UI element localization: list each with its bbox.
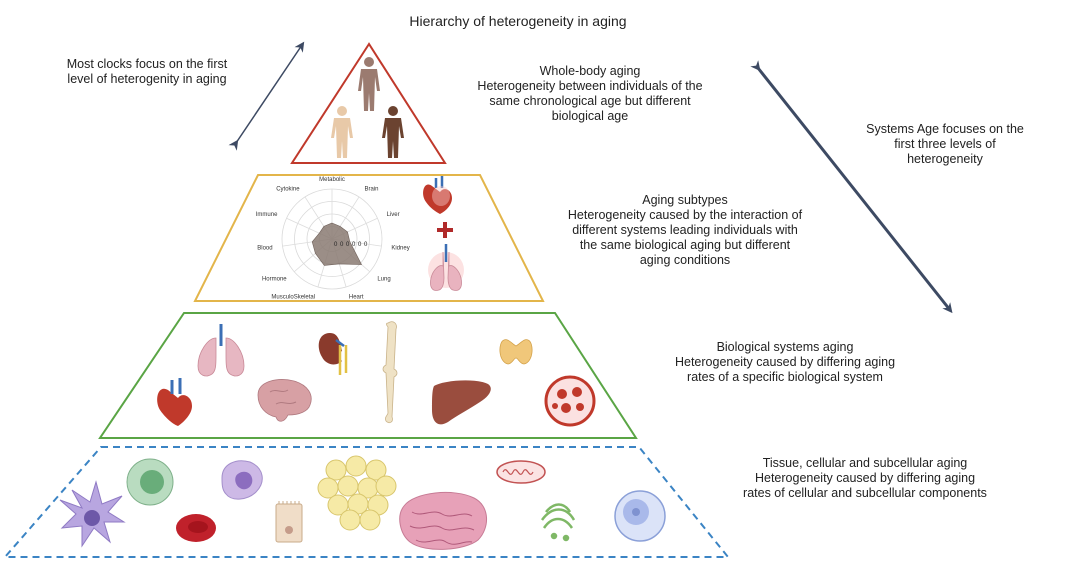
radar-ring-label: 0 [358,242,362,248]
level-2-desc: aging conditions [639,253,731,267]
red-blood-cell-icon [176,514,216,542]
radar-ring-label: 0 [334,242,338,248]
level-4-desc: Heterogeneity caused by differing aging [754,471,976,485]
radar-axis-label: Lung [377,276,390,282]
level-3-trapezoid [98,312,638,439]
adipocyte-cell [359,509,381,531]
dendritic-cell-icon [59,480,126,548]
radar-axis-label: Liver [387,212,400,218]
radar-area [311,222,362,266]
mitochondrion-icon [496,460,546,484]
adipocyte-cell [345,455,367,477]
radar-ring-label: 0 [364,242,368,248]
level-2-desc: the same biological aging but different [579,238,791,252]
golgi-icon [540,503,576,542]
level-1-desc: biological age [551,109,629,123]
radar-ring-label: 0 [346,242,350,248]
level-1-desc: same chronological age but different [489,94,691,108]
adipocyte-cell [325,459,347,481]
radar-ring-label: 0 [352,242,356,248]
left-note-line: level of heterogenity in aging [67,72,227,86]
adipocyte-cell [375,475,397,497]
level-3-name: Biological systems aging [716,340,854,354]
level-4-text: Tissue, cellular and subcellular aging H… [720,456,1010,501]
adipocyte-cell [339,509,361,531]
blood-cell-icon [544,375,596,427]
radar-axis-label: Kidney [391,246,409,252]
diagram-title: Hierarchy of heterogeneity in aging [409,13,627,29]
left-double-arrow [228,41,305,151]
bone-icon [382,321,398,424]
radar-axis-label: Immune [256,212,278,218]
adipocytes-icon [317,455,397,531]
left-note-line: Most clocks focus on the first [66,57,228,71]
neutrophil-icon [221,460,263,500]
adipocyte-cell [337,475,359,497]
radar-axis-label: Blood [257,246,272,252]
green-cell-icon [126,458,174,506]
radar-axis-label: Cytokine [276,187,300,193]
heart-icon [157,378,192,426]
level-2-text: Aging subtypes Heterogeneity caused by t… [545,193,825,268]
level-3-desc: rates of a specific biological system [687,370,883,384]
radar-axis-label: Heart [349,295,364,301]
level-2-name: Aging subtypes [642,193,728,207]
light-skin-human-icon [331,106,353,158]
level-4-desc: rates of cellular and subcellular compon… [743,486,987,500]
heart-icon [423,176,452,214]
liver-icon [432,380,491,425]
lung-icon [197,324,245,377]
thyroid-icon [499,339,533,365]
left-note: Most clocks focus on the first level of … [52,57,242,87]
right-double-arrow [750,60,953,314]
standing-human-icon [358,57,380,111]
lung-icon [428,244,464,291]
dark-skin-human-icon [382,106,404,158]
level-2-desc: Heterogeneity caused by the interaction … [567,208,803,222]
level-2-desc: different systems leading individuals wi… [572,223,798,237]
radar-axis-label: MusculoSkeletal [271,295,315,301]
level-1-desc: Heterogeneity between individuals of the [477,79,703,93]
level-3-desc: Heterogeneity caused by differing aging [674,355,896,369]
radar-axis-label: Brain [364,187,378,193]
brain-icon [257,379,312,422]
radar-axis-label: Hormone [262,276,287,282]
level-1-triangle [290,42,447,164]
tissue-section-icon [399,492,487,550]
level-3-text: Biological systems aging Heterogeneity c… [660,340,910,385]
nucleus-cell-icon [614,490,666,542]
level-1-name: Whole-body aging [539,64,641,78]
epithelial-cell-icon [275,501,303,543]
radar-ring-label: 0 [340,242,344,248]
level-1-text: Whole-body aging Heterogeneity between i… [450,64,730,124]
plus-icon [437,222,453,238]
kidney-icon [318,333,348,375]
level-4-name: Tissue, cellular and subcellular aging [762,456,968,470]
level-2-trapezoid [193,174,545,302]
radar-axis-label: Metabolic [319,177,345,183]
adipocyte-cell [365,459,387,481]
